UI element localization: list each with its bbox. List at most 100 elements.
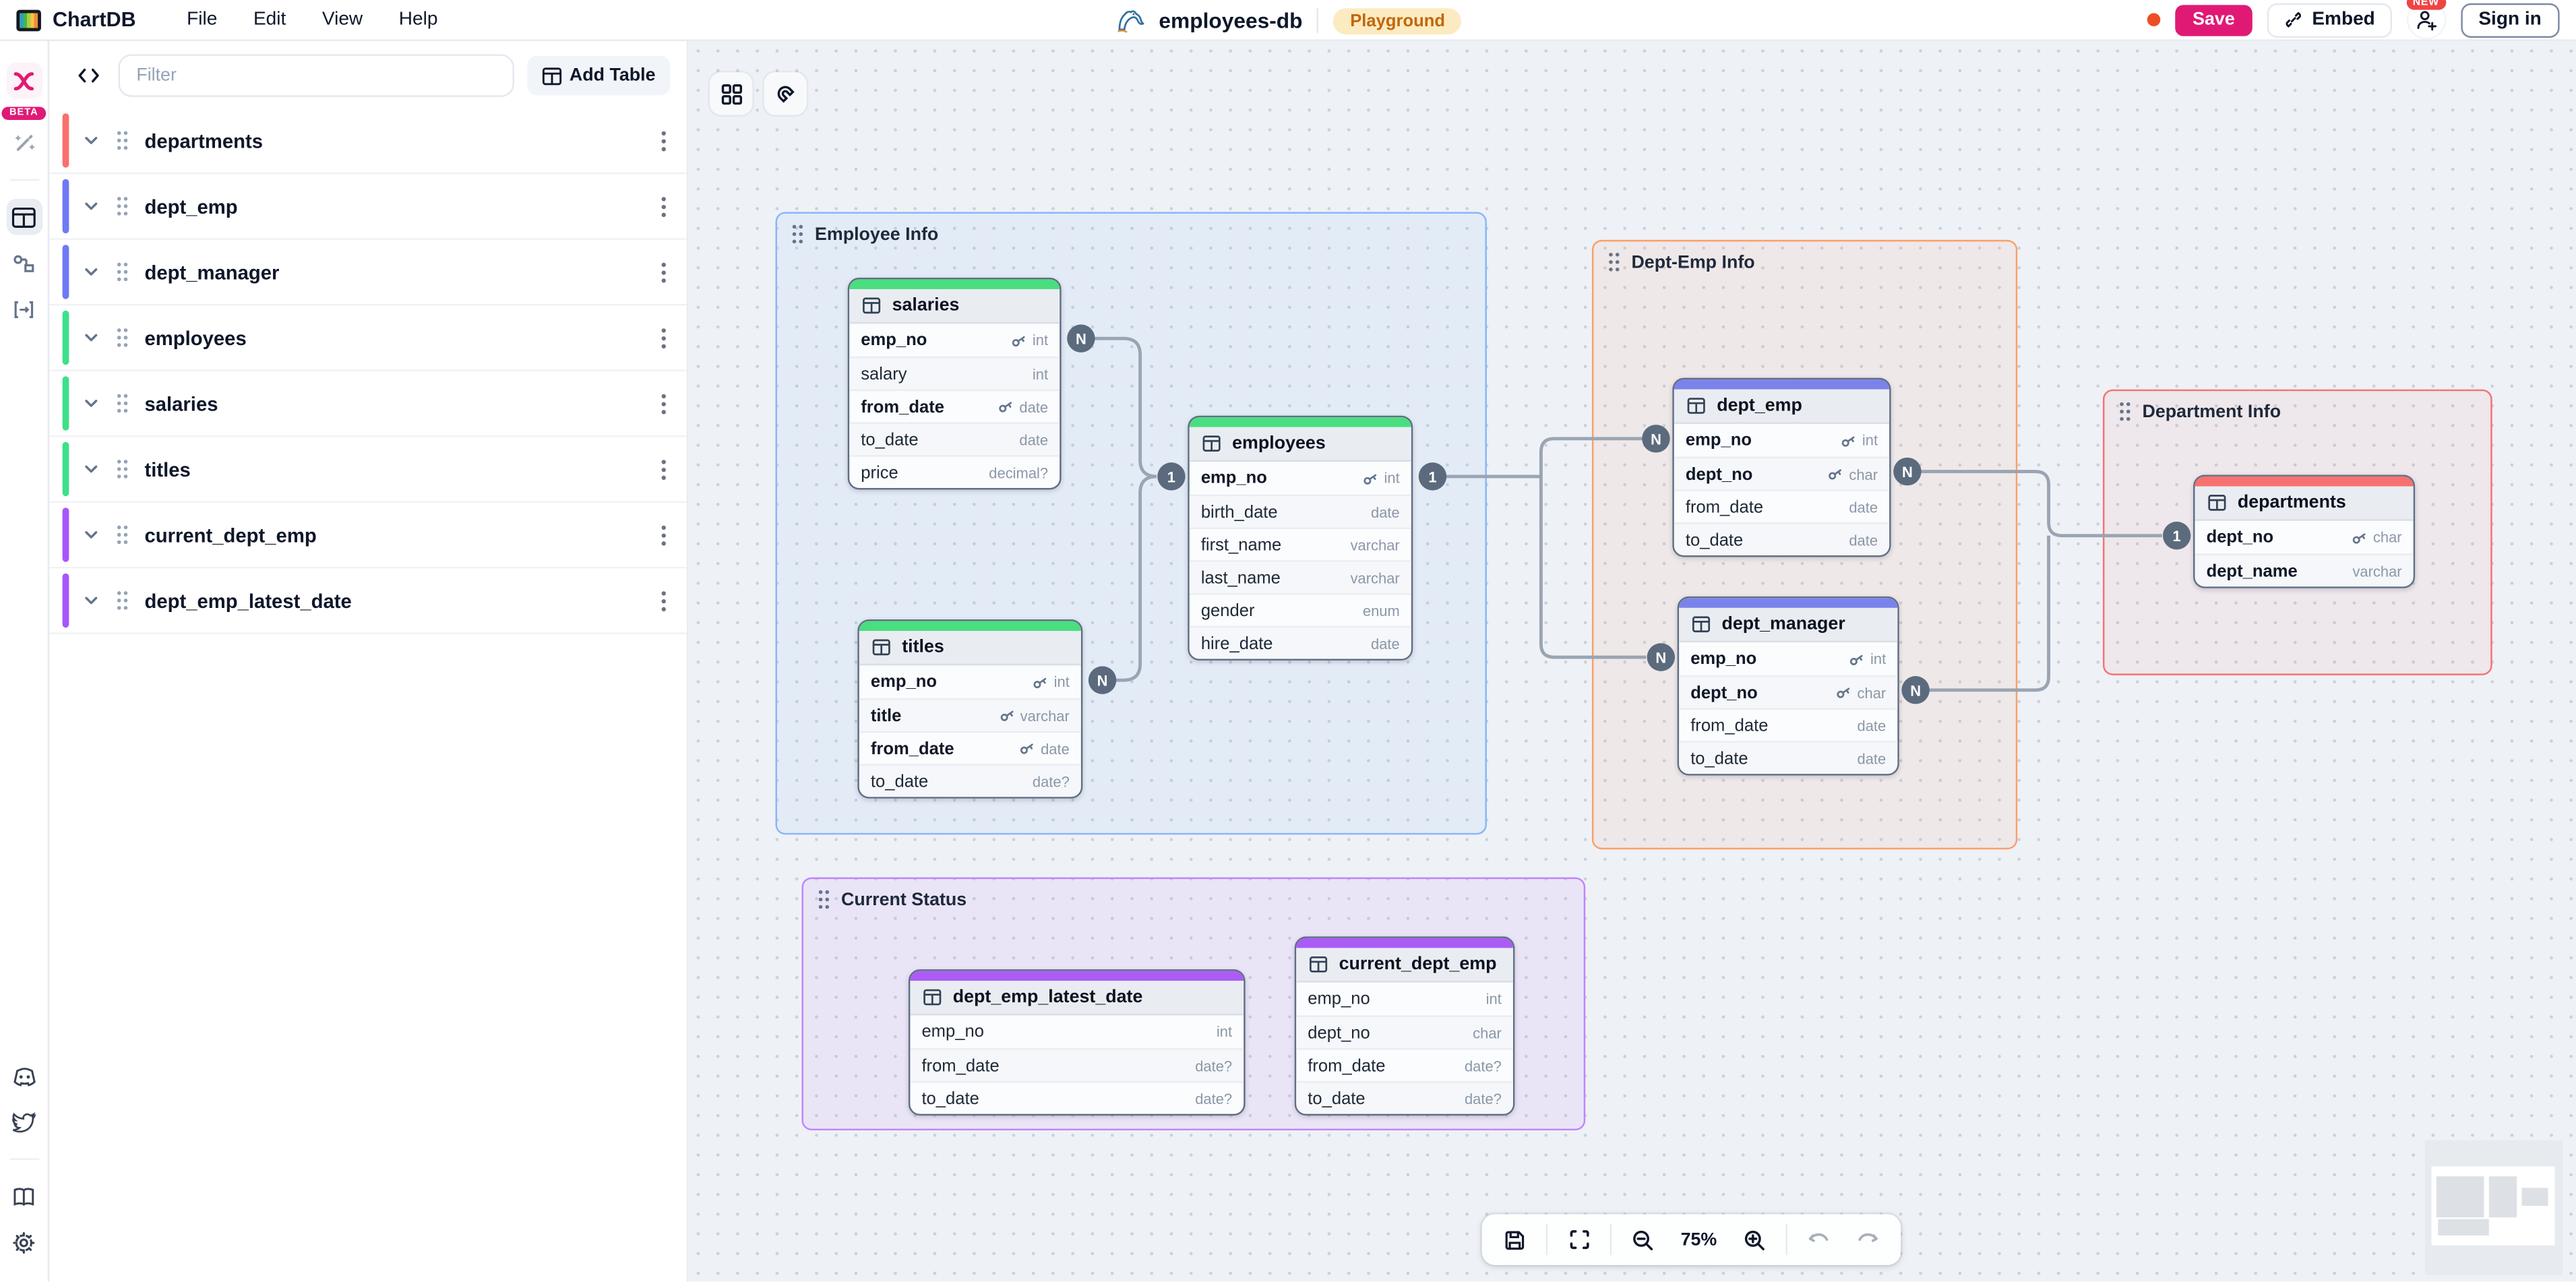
settings-gear-icon[interactable] [6, 1224, 42, 1260]
field-type-label: enum [1362, 602, 1400, 619]
redo-button[interactable] [1845, 1219, 1891, 1260]
field-type: date [1858, 750, 1887, 766]
table-header: current_dept_emp [1296, 948, 1513, 983]
menu-items: File Edit View Help [172, 5, 452, 34]
table-name-label: salaries [144, 392, 218, 415]
table-color-accent [62, 113, 69, 168]
field-name: emp_no [870, 671, 938, 692]
table-title: dept_emp_latest_date [952, 987, 1143, 1008]
table-color-accent [62, 310, 69, 365]
kebab-menu-icon [661, 590, 666, 611]
sidebar-table-item-dept_emp[interactable]: dept_emp [49, 174, 687, 240]
field-type-label: decimal? [989, 464, 1049, 481]
field-name: from_date [921, 1056, 1000, 1076]
kebab-menu-icon [661, 524, 666, 545]
discord-icon[interactable] [6, 1058, 42, 1095]
undo-button[interactable] [1796, 1219, 1841, 1260]
table-header: salaries [849, 289, 1060, 324]
cardinality-badge: N [1901, 676, 1930, 704]
chartdb-agent-icon[interactable] [5, 62, 42, 99]
sidebar-table-item-employees[interactable]: employees [49, 305, 687, 371]
grid-view-button[interactable] [710, 72, 753, 115]
add-table-button[interactable]: Add Table [526, 55, 671, 96]
sidebar-table-item-current_dept_emp[interactable]: current_dept_emp [49, 502, 687, 569]
twitter-icon[interactable] [6, 1104, 42, 1140]
brand: ChartDB [16, 8, 136, 31]
snap-magnet-button[interactable] [764, 72, 807, 115]
field-type-label: date [1371, 503, 1400, 520]
field-type: date [1858, 717, 1887, 733]
sidebar-table-item-departments[interactable]: departments [49, 108, 687, 175]
field-type-label: int [1870, 650, 1887, 667]
menu-item-help[interactable]: Help [398, 9, 438, 30]
key-icon [2353, 532, 2366, 543]
drag-handle-icon [792, 224, 803, 244]
table-accent-bar [2195, 476, 2414, 487]
environment-badge: Playground [1333, 7, 1462, 34]
field-name: dept_no [1690, 682, 1758, 703]
field-type-label: date? [1195, 1090, 1233, 1107]
sign-in-button[interactable]: Sign in [2460, 2, 2560, 37]
sidebar-table-item-dept_manager[interactable]: dept_manager [49, 239, 687, 306]
field-type: int [1486, 991, 1502, 1007]
field-name: salary [861, 363, 907, 384]
field-type: date? [1195, 1058, 1232, 1074]
embed-button[interactable]: Embed [2267, 2, 2392, 37]
magic-wand-icon[interactable] [6, 125, 42, 161]
field-name: emp_no [1308, 989, 1370, 1009]
invite-user-button[interactable]: NEW [2406, 0, 2446, 40]
mysql-icon [1117, 9, 1144, 32]
relationships-panel-icon[interactable] [6, 245, 42, 281]
field-type-label: varchar [1350, 569, 1400, 586]
sidebar-table-item-titles[interactable]: titles [49, 437, 687, 503]
minimap-block [2436, 1176, 2484, 1218]
zoom-in-button[interactable] [1731, 1219, 1777, 1260]
beta-badge: BETA [1, 106, 47, 120]
table-name-label: current_dept_emp [144, 523, 317, 547]
view-sql-code-button[interactable] [72, 59, 105, 92]
menu-item-file[interactable]: File [187, 9, 218, 30]
field-name: from_date [861, 396, 944, 417]
table-header: dept_emp_latest_date [910, 981, 1244, 1016]
field-name: first_name [1200, 535, 1282, 555]
key-icon [1364, 473, 1378, 484]
menu-item-edit[interactable]: Edit [253, 9, 286, 30]
save-button[interactable]: Save [2174, 4, 2253, 36]
table-accent-bar [1674, 379, 1890, 390]
minimap-block [2438, 1219, 2489, 1235]
field-name: dept_no [1685, 464, 1753, 484]
zoom-level[interactable]: 75% [1680, 1229, 1717, 1250]
save-diagram-button[interactable] [1492, 1219, 1537, 1260]
field-type-label: varchar [1020, 707, 1070, 724]
sidebar-table-item-dept_emp_latest_date[interactable]: dept_emp_latest_date [49, 568, 687, 634]
dependencies-panel-icon[interactable] [6, 291, 42, 327]
new-badge: NEW [2406, 0, 2446, 10]
tables-panel-icon[interactable] [5, 198, 42, 235]
filter-input[interactable] [118, 54, 514, 97]
drag-handle-icon [117, 394, 128, 413]
field-name: price [861, 462, 898, 483]
zoom-out-button[interactable] [1620, 1219, 1665, 1260]
field-type-label: int [1862, 432, 1878, 449]
field-type-label: date? [1032, 772, 1070, 790]
key-icon [1829, 469, 1843, 480]
docs-book-icon[interactable] [6, 1178, 42, 1215]
field-type-label: date [1857, 716, 1887, 734]
fit-view-button[interactable] [1556, 1219, 1601, 1260]
sidebar-table-item-salaries[interactable]: salaries [49, 371, 687, 437]
minimap[interactable] [2424, 1140, 2563, 1275]
field-type: char [1836, 684, 1886, 701]
menu-item-view[interactable]: View [321, 9, 363, 30]
